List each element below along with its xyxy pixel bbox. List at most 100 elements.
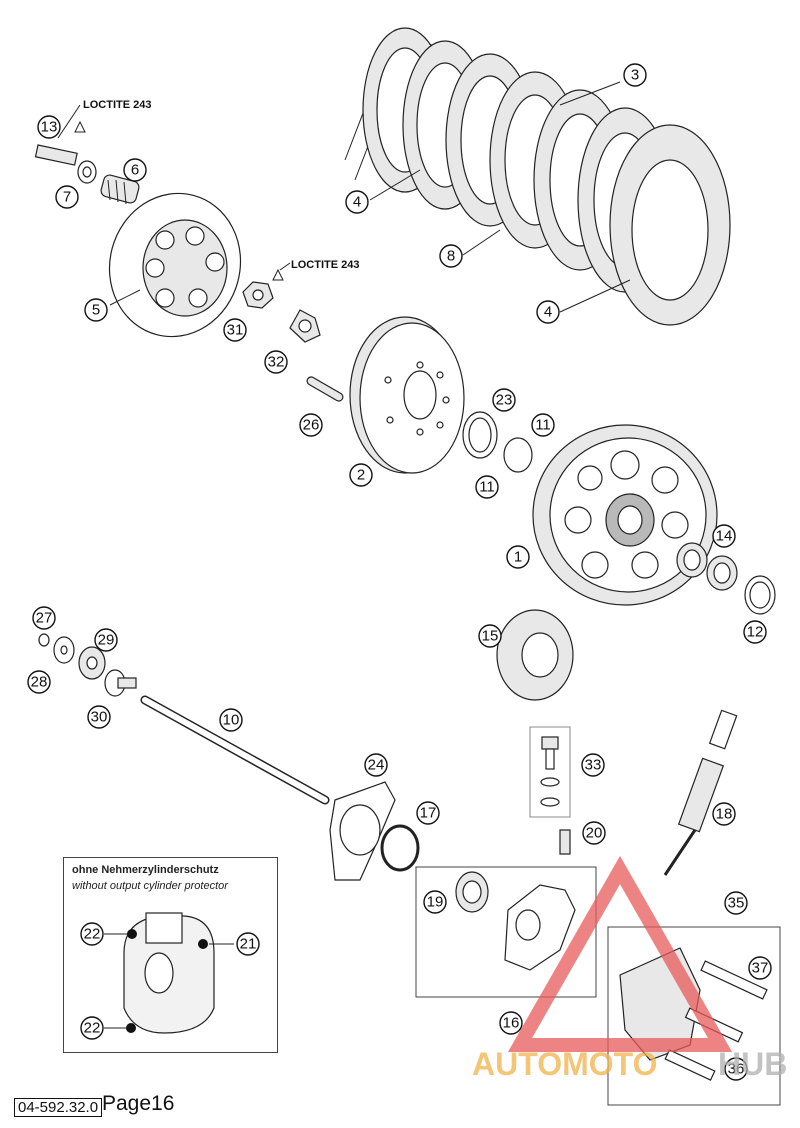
- washer-7: [77, 160, 97, 184]
- callout-5: 5: [84, 298, 108, 322]
- callout-1: 1: [506, 545, 530, 569]
- svg-text:13: 13: [41, 119, 58, 136]
- svg-text:HUB: HUB: [718, 1046, 787, 1082]
- svg-text:35: 35: [728, 895, 745, 912]
- note-subtitle: without output cylinder protector: [72, 880, 228, 892]
- thrust-bearing: [78, 646, 106, 680]
- svg-text:28: 28: [31, 674, 48, 691]
- bolt-point-22-bottom: [126, 1023, 136, 1033]
- callout-11-top: 11: [531, 413, 555, 437]
- svg-text:16: 16: [503, 1015, 520, 1032]
- callout-18: 18: [712, 802, 736, 826]
- callout-35: 35: [724, 891, 748, 915]
- svg-text:5: 5: [92, 302, 100, 319]
- callout-14: 14: [712, 524, 736, 548]
- svg-text:32: 32: [268, 354, 285, 371]
- svg-text:18: 18: [716, 806, 733, 823]
- svg-text:36: 36: [728, 1061, 745, 1078]
- callout-13: 13: [37, 115, 61, 139]
- lock-washer: [289, 309, 321, 343]
- callout-29: 29: [94, 628, 118, 652]
- svg-text:8: 8: [447, 248, 455, 265]
- loctite-label-top: LOCTITE 243: [83, 99, 151, 111]
- callout-3: 3: [623, 63, 647, 87]
- clutch-spring: [100, 174, 140, 205]
- automotohub-watermark: AUTOMOTO HUB: [472, 855, 787, 1082]
- pressure-plate: [108, 192, 242, 338]
- svg-text:4: 4: [544, 304, 552, 321]
- callout-37: 37: [748, 956, 772, 980]
- callout-15: 15: [478, 624, 502, 648]
- svg-text:19: 19: [427, 894, 444, 911]
- clutch-hub: [349, 316, 465, 474]
- washer-12: [744, 575, 776, 615]
- callout-19: 19: [423, 890, 447, 914]
- svg-text:29: 29: [98, 632, 115, 649]
- svg-text:33: 33: [585, 757, 602, 774]
- note-title: ohne Nehmerzylinderschutz: [72, 864, 219, 876]
- pressure-piece: [104, 669, 137, 697]
- callout-16: 16: [499, 1011, 523, 1035]
- push-rod: [140, 695, 330, 805]
- svg-text:12: 12: [747, 624, 764, 641]
- svg-text:10: 10: [223, 712, 240, 729]
- callout-33: 33: [581, 753, 605, 777]
- note-box: ohne Nehmerzylinderschutz without output…: [63, 857, 278, 1053]
- pin: [306, 376, 344, 402]
- svg-text:23: 23: [496, 392, 513, 409]
- callout-8: 8: [439, 244, 463, 268]
- clutch-plate-stack: [344, 27, 731, 326]
- svg-text:31: 31: [227, 322, 244, 339]
- callout-22-top: 22: [80, 922, 104, 946]
- callout-23: 23: [492, 388, 516, 412]
- snap-ring-27: [38, 633, 50, 647]
- svg-text:26: 26: [303, 417, 320, 434]
- svg-text:21: 21: [240, 936, 257, 953]
- svg-text:3: 3: [631, 67, 639, 84]
- svg-text:11: 11: [535, 417, 551, 434]
- thrust-washer: [462, 411, 498, 459]
- callout-22-bottom: 22: [80, 1016, 104, 1040]
- svg-text:AUTOMOTO: AUTOMOTO: [472, 1046, 657, 1082]
- loctite-label-mid: LOCTITE 243: [291, 259, 359, 271]
- svg-text:6: 6: [131, 162, 139, 179]
- banjo-bolt-kit: [529, 726, 571, 818]
- callout-2: 2: [349, 463, 373, 487]
- callout-12: 12: [743, 620, 767, 644]
- callout-11-bottom: 11: [475, 475, 499, 499]
- callout-20: 20: [582, 821, 606, 845]
- svg-text:37: 37: [752, 960, 769, 977]
- svg-text:20: 20: [586, 825, 603, 842]
- document-id: 04-592.32.0: [14, 1098, 103, 1117]
- svg-text:11: 11: [479, 479, 495, 496]
- svg-text:1: 1: [514, 549, 522, 566]
- svg-text:22: 22: [84, 926, 101, 943]
- svg-text:7: 7: [63, 189, 71, 206]
- callout-31: 31: [223, 318, 247, 342]
- svg-text:2: 2: [357, 467, 365, 484]
- washer-28: [53, 636, 75, 664]
- callout-21: 21: [236, 932, 260, 956]
- callout-32: 32: [264, 350, 288, 374]
- svg-text:15: 15: [482, 628, 499, 645]
- callout-7: 7: [55, 185, 79, 209]
- cylinder-cover-sketch: 22 21 22: [80, 912, 260, 1040]
- callout-24: 24: [364, 753, 388, 777]
- bolt-point-22-top: [127, 929, 137, 939]
- callout-26: 26: [299, 413, 323, 437]
- gasket: [329, 781, 396, 881]
- callout-27: 27: [32, 606, 56, 630]
- svg-text:14: 14: [716, 528, 733, 545]
- master-cylinder: [663, 709, 738, 876]
- callout-36: 36: [724, 1057, 748, 1081]
- hex-nut: [242, 262, 291, 309]
- svg-text:24: 24: [368, 757, 385, 774]
- callout-28: 28: [27, 670, 51, 694]
- bleed-screw: [559, 829, 571, 855]
- gear-15: [496, 609, 574, 701]
- pressure-plate-screw: [34, 104, 86, 166]
- o-ring: [380, 824, 420, 872]
- slave-cylinder-assembly: [415, 866, 597, 998]
- svg-text:27: 27: [36, 610, 53, 627]
